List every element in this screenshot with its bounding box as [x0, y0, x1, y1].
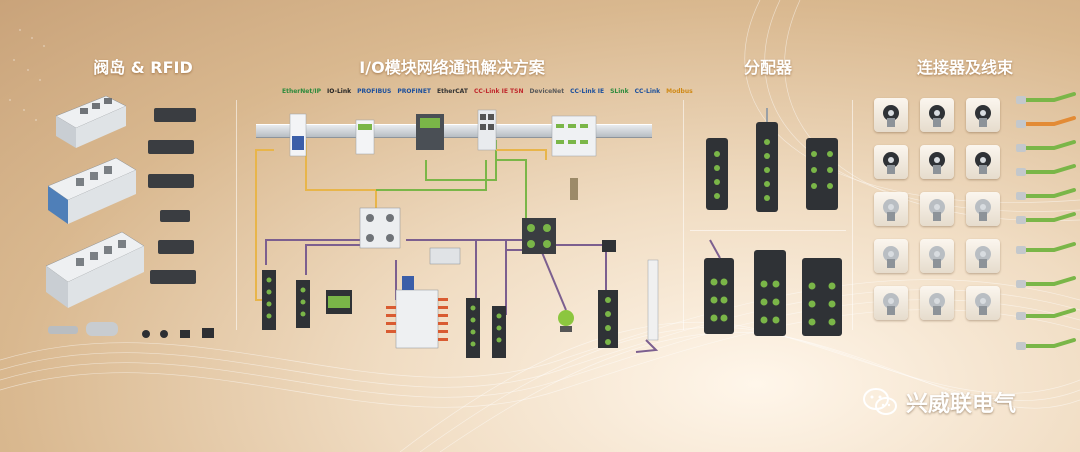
- connector-tile: [920, 239, 954, 273]
- protocol-logo: CC-Link IE TSN: [473, 87, 524, 95]
- protocol-logo: CC-Link IE: [570, 87, 605, 95]
- divider-4: [690, 230, 846, 231]
- protocol-logo-row: EtherNet/IP IO-Link PROFIBUS PROFINET EtherC…: [282, 84, 693, 98]
- brand-mark: 兴威联电气: [862, 386, 1016, 418]
- brand-name: 兴威联电气: [906, 392, 1017, 417]
- connector-tile: [966, 239, 1000, 273]
- io-modules: [262, 259, 659, 358]
- valve-island-title: 阀岛 & RFID: [93, 58, 193, 77]
- protocol-logo: SLink: [610, 87, 629, 95]
- splitter-products: [704, 108, 842, 336]
- valve-island-1: [55, 95, 127, 148]
- connector-tile: [966, 286, 1000, 320]
- sensors-row: [48, 322, 214, 338]
- wechat-icon: [863, 388, 897, 415]
- valve-island-2: [47, 157, 137, 224]
- io-solution-title: I/O模块网络通讯解决方案: [359, 58, 545, 77]
- protocol-logo: DeviceNet: [529, 87, 565, 95]
- valve-island-3: [45, 231, 145, 308]
- splitter-top-row: [706, 108, 838, 212]
- connector-tile: [920, 145, 954, 179]
- protocol-logo: PROFIBUS: [357, 87, 392, 95]
- protocol-logo: EtherCAT: [437, 87, 468, 95]
- connector-tile: [874, 192, 908, 226]
- divider-1: [236, 100, 237, 330]
- divider-3: [852, 100, 853, 330]
- connector-tile: [920, 192, 954, 226]
- protocol-logo: Modbus: [666, 87, 693, 95]
- splitter-bottom-row: [704, 239, 842, 336]
- solenoid-valves: [148, 108, 196, 284]
- connector-tile: [874, 98, 908, 132]
- connector-tile: [920, 98, 954, 132]
- connector-tile: [966, 192, 1000, 226]
- protocol-logo: PROFINET: [397, 87, 432, 95]
- connector-tile: [966, 145, 1000, 179]
- divider-2: [683, 100, 684, 330]
- connector-title: 连接器及线束: [916, 58, 1014, 77]
- protocol-logo: EtherNet/IP: [282, 87, 322, 95]
- connector-tile: [874, 239, 908, 273]
- valve-island-products: [45, 95, 214, 338]
- cable-assemblies: [1016, 92, 1076, 350]
- connector-tile: [874, 145, 908, 179]
- io-network-diagram: [255, 109, 659, 358]
- connector-tile: [874, 286, 908, 320]
- connector-tile: [966, 98, 1000, 132]
- connector-tile: [920, 286, 954, 320]
- protocol-logo: IO-Link: [327, 87, 352, 95]
- protocol-logo: CC-Link: [634, 87, 661, 95]
- splitter-title: 分配器: [743, 58, 793, 77]
